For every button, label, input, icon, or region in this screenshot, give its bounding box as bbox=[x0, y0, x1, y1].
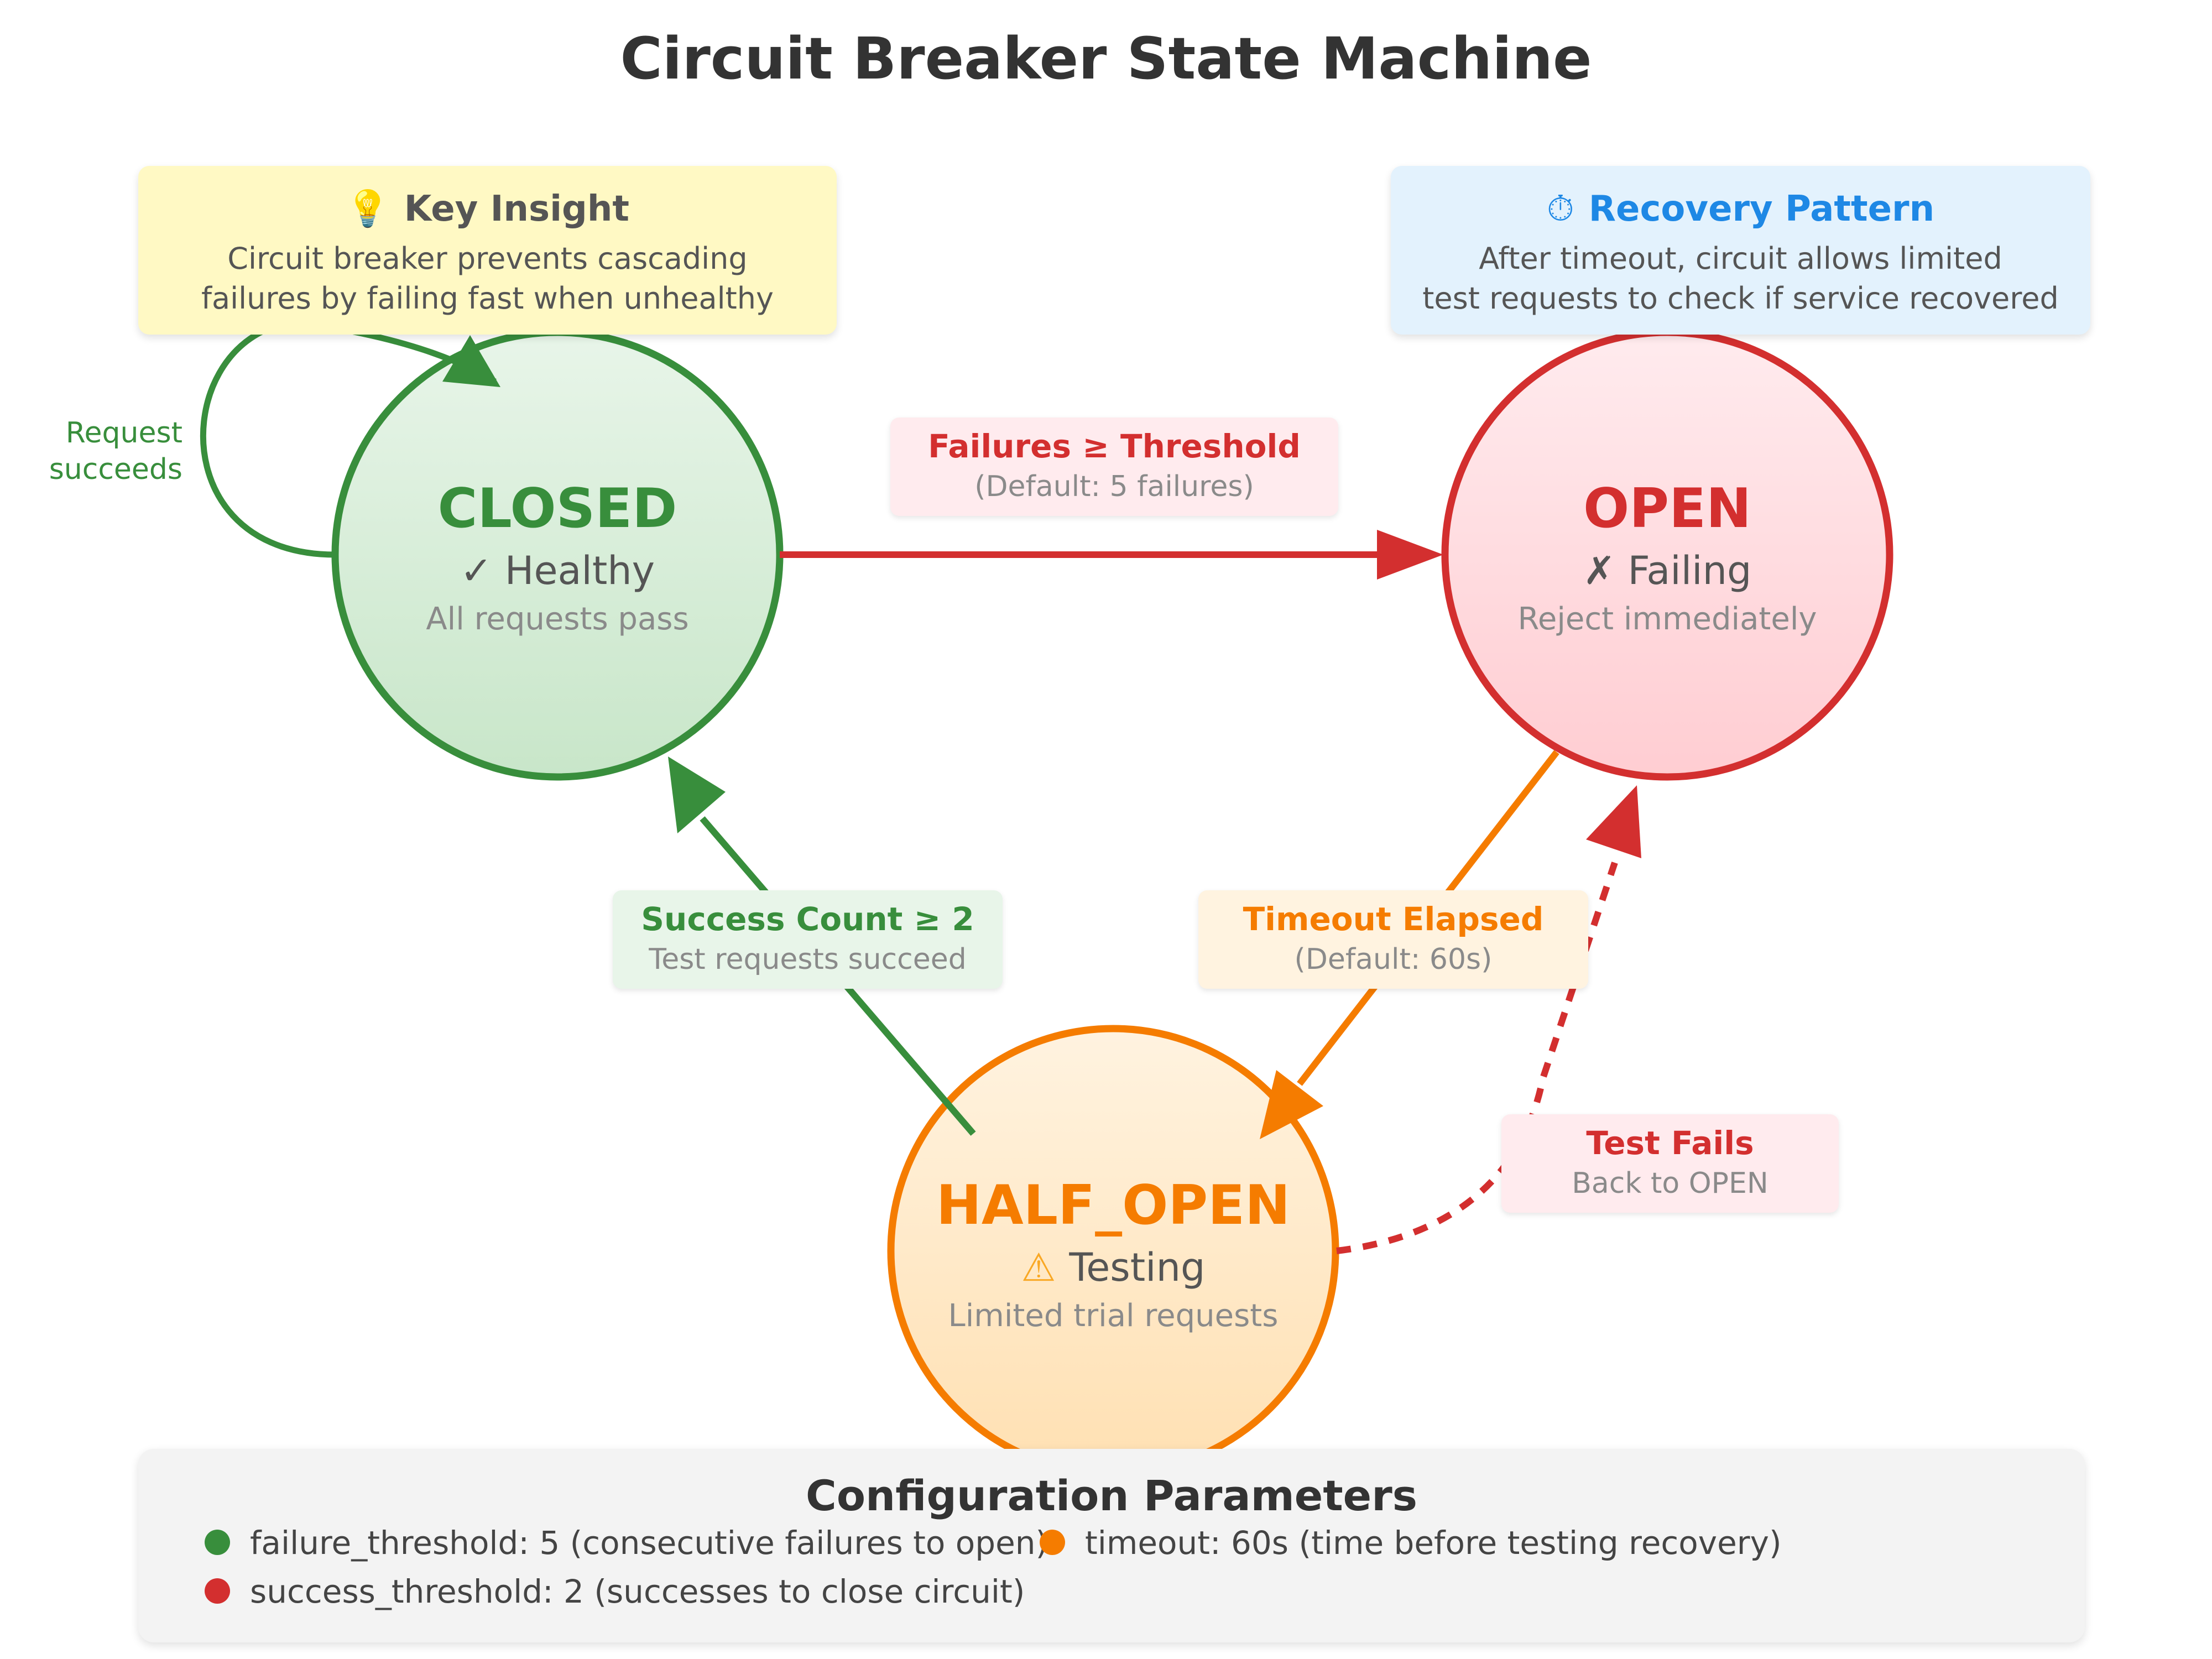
open-to-half-open-subtitle: (Default: 60s) bbox=[1294, 943, 1493, 976]
closed-to-open-label: Failures ≥ Threshold (Default: 5 failure… bbox=[890, 418, 1338, 516]
recovery-pattern-line-1: After timeout, circuit allows limited bbox=[1479, 241, 2002, 276]
self-loop-label: Request succeeds bbox=[33, 415, 182, 488]
open-state: OPEN ✗ Failing Reject immediately bbox=[1501, 476, 1833, 640]
self-loop-arrow bbox=[200, 319, 497, 558]
configuration-panel: Configuration Parameters failure_thresho… bbox=[138, 1449, 2085, 1642]
key-insight-line-2: failures by failing fast when unhealthy bbox=[201, 281, 774, 316]
half-open-to-open-arrowhead bbox=[1586, 785, 1641, 858]
config-item-text: timeout: 60s (time before testing recove… bbox=[1085, 1524, 1782, 1562]
orange-bullet-icon bbox=[1040, 1529, 1065, 1555]
self-loop-label-line-2: succeeds bbox=[49, 453, 182, 486]
open-to-half-open-label: Timeout Elapsed (Default: 60s) bbox=[1198, 890, 1588, 989]
recovery-pattern-note: ⏱ Recovery Pattern After timeout, circuit… bbox=[1391, 166, 2090, 335]
open-to-half-open-arrowhead bbox=[1260, 1070, 1323, 1139]
recovery-pattern-line-2: test requests to check if service recove… bbox=[1422, 281, 2059, 316]
key-insight-title: Key Insight bbox=[404, 189, 629, 229]
configuration-title: Configuration Parameters bbox=[806, 1471, 1417, 1520]
closed-state: CLOSED ✓ Healthy All requests pass bbox=[392, 476, 723, 640]
half-open-state-status-row: ⚠ Testing bbox=[920, 1241, 1307, 1294]
closed-state-description: All requests pass bbox=[426, 601, 689, 637]
green-bullet-icon bbox=[205, 1529, 230, 1555]
half-open-to-closed-title: Success Count ≥ 2 bbox=[641, 900, 974, 938]
recovery-pattern-title: Recovery Pattern bbox=[1588, 189, 1935, 229]
half-open-state: HALF_OPEN ⚠ Testing Limited trial request… bbox=[920, 1172, 1307, 1337]
half-open-to-closed-label: Success Count ≥ 2 Test requests succeed bbox=[613, 890, 1003, 989]
half-open-to-open-subtitle: Back to OPEN bbox=[1572, 1167, 1768, 1200]
half-open-state-description: Limited trial requests bbox=[948, 1298, 1279, 1334]
open-state-description: Reject immediately bbox=[1517, 601, 1817, 637]
half-open-state-status: Testing bbox=[1069, 1245, 1206, 1290]
self-loop-label-line-1: Request bbox=[65, 416, 182, 450]
red-bullet-icon bbox=[205, 1578, 230, 1604]
closed-to-open-title: Failures ≥ Threshold bbox=[928, 427, 1301, 465]
config-item-timeout: timeout: 60s (time before testing recove… bbox=[1040, 1521, 1782, 1565]
open-state-status: ✗ Failing bbox=[1583, 548, 1752, 593]
half-open-to-open-label: Test Fails Back to OPEN bbox=[1501, 1114, 1839, 1213]
config-item-success-threshold: success_threshold: 2 (successes to close… bbox=[205, 1569, 1025, 1614]
config-item-failure-threshold: failure_threshold: 5 (consecutive failur… bbox=[205, 1521, 1048, 1565]
open-to-half-open-title: Timeout Elapsed bbox=[1243, 900, 1544, 938]
closed-to-open-subtitle: (Default: 5 failures) bbox=[974, 470, 1254, 503]
self-loop-arrowhead bbox=[442, 335, 500, 387]
closed-to-open-arrowhead bbox=[1377, 530, 1443, 580]
half-open-to-closed-arrowhead bbox=[668, 757, 726, 833]
key-insight-note: 💡 Key Insight Circuit breaker prevents ca… bbox=[138, 166, 837, 335]
key-insight-title-row: 💡 Key Insight bbox=[138, 187, 837, 231]
key-insight-text: Circuit breaker prevents cascading failu… bbox=[138, 239, 837, 319]
closed-state-status: ✓ Healthy bbox=[460, 548, 655, 593]
lightbulb-icon: 💡 bbox=[346, 189, 390, 229]
half-open-to-closed-subtitle: Test requests succeed bbox=[649, 943, 967, 976]
key-insight-line-1: Circuit breaker prevents cascading bbox=[227, 241, 748, 276]
config-item-text: success_threshold: 2 (successes to close… bbox=[250, 1573, 1025, 1610]
half-open-to-open-title: Test Fails bbox=[1586, 1124, 1754, 1162]
half-open-state-name: HALF_OPEN bbox=[936, 1174, 1291, 1237]
open-state-name: OPEN bbox=[1583, 477, 1752, 540]
recovery-pattern-text: After timeout, circuit allows limited te… bbox=[1391, 239, 2090, 319]
closed-state-name: CLOSED bbox=[437, 477, 677, 540]
recovery-pattern-title-row: ⏱ Recovery Pattern bbox=[1391, 187, 2090, 231]
diagram-title: Circuit Breaker State Machine bbox=[620, 25, 1592, 92]
config-item-text: failure_threshold: 5 (consecutive failur… bbox=[250, 1524, 1048, 1562]
stopwatch-icon: ⏱ bbox=[1546, 189, 1574, 229]
warning-icon: ⚠ bbox=[1021, 1245, 1056, 1290]
